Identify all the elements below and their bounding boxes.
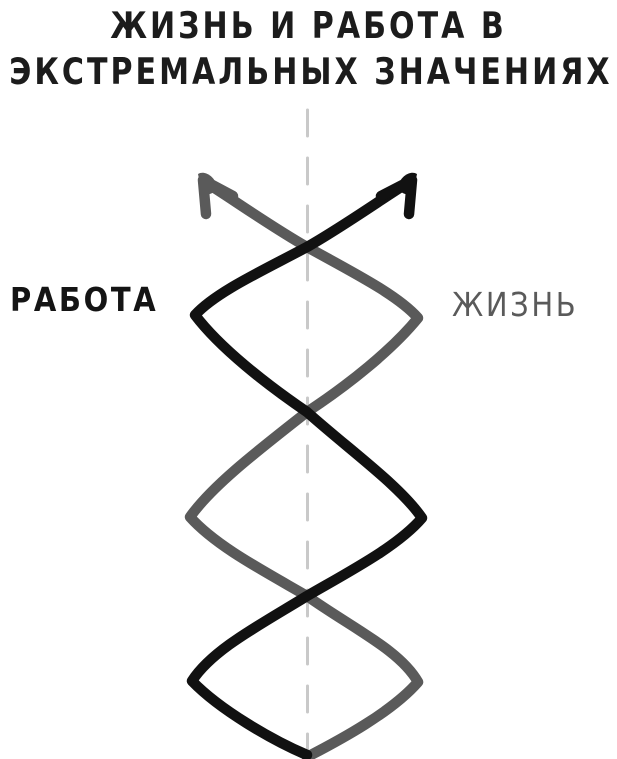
series-life <box>184 172 424 759</box>
work-line-path <box>186 176 428 759</box>
life-arrowhead-fill-icon <box>198 172 217 195</box>
title-line-2: ЭКСТРЕМАЛЬНЫХ ЗНАЧЕНИЯХ <box>9 50 613 94</box>
title-line-1: ЖИЗНЬ И РАБОТА В <box>110 4 507 48</box>
page-title: ЖИЗНЬ И РАБОТА В ЭКСТРЕМАЛЬНЫХ ЗНАЧЕНИЯХ <box>0 0 617 92</box>
series-work <box>186 172 428 759</box>
work-arrowhead-fill-icon <box>398 172 417 195</box>
series-label-work: РАБОТА <box>10 280 159 320</box>
series-label-life: ЖИЗНЬ <box>452 285 579 325</box>
life-line-path <box>184 176 424 759</box>
